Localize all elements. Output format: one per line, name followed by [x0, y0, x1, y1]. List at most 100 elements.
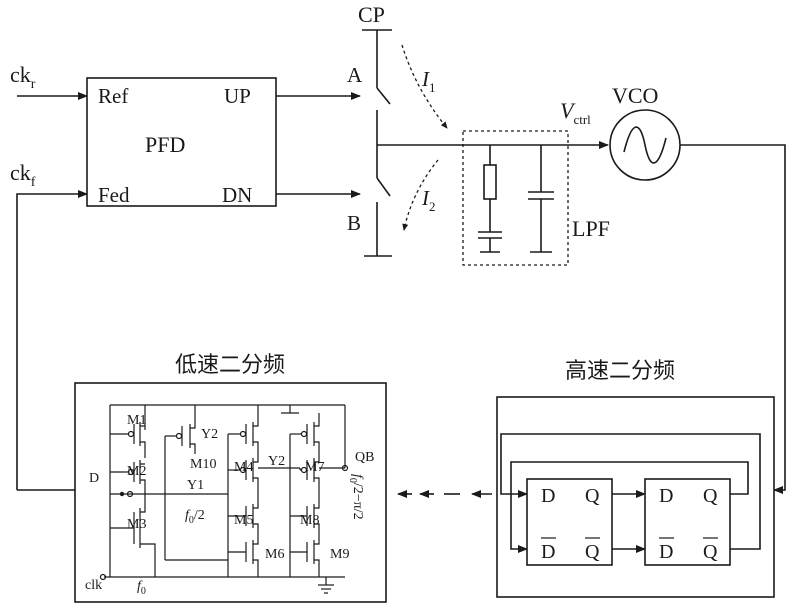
y2-label-a: Y2: [201, 427, 218, 442]
low-speed-divider-title: 低速二分频: [175, 353, 285, 378]
clk-pin: [99, 573, 107, 581]
ff1-dbar-port: D: [541, 541, 555, 563]
f0-label: f: [137, 579, 143, 594]
charge-pump: CP A B I1 I2: [347, 2, 448, 257]
m1-label: M1: [127, 413, 146, 428]
node-d-label: D: [89, 471, 99, 486]
pfd-dn-port: DN: [222, 183, 252, 207]
ff2-qbar-port: Q: [703, 541, 718, 563]
i2-label: I: [421, 186, 430, 210]
m10-bubble: [175, 432, 183, 440]
ck-r-label: ck: [10, 62, 31, 87]
f0-half-tail: /2: [194, 508, 205, 523]
svg-text:f0/2−π/2: f0/2−π/2: [347, 474, 365, 520]
m8-label: M8: [300, 513, 319, 528]
svg-text:I1: I1: [421, 67, 436, 95]
svg-text:I2: I2: [421, 186, 436, 214]
m2-bubble: [127, 468, 135, 476]
qb-pin: [341, 464, 349, 472]
phase-label: f: [350, 474, 365, 480]
m7-sd: [314, 456, 320, 500]
flip-flop-2: [644, 478, 731, 566]
ck-f-label: ck: [10, 160, 31, 185]
ff2-q-feedback-wire: [510, 461, 749, 553]
low-speed-divider: 低速二分频 clk: [17, 353, 387, 603]
m4-label: M4: [234, 460, 253, 475]
i2-current-arrow: [402, 159, 439, 231]
svg-text:f0: f0: [137, 579, 146, 597]
m8-sd: [314, 500, 320, 538]
node-d-pin: [126, 490, 134, 498]
qb-label: QB: [355, 450, 374, 465]
i1-subscript: 1: [429, 80, 436, 95]
m3-sd: [140, 496, 156, 577]
ck-f-input: ckf: [10, 160, 36, 190]
pfd-title: PFD: [145, 132, 185, 157]
ff2-dbar-port: D: [659, 541, 673, 563]
m5-sd: [253, 500, 259, 538]
m6-label: M6: [265, 547, 284, 562]
m4-sd: [253, 456, 259, 500]
m10-sd: [190, 405, 196, 454]
ff1-d-port: D: [541, 485, 555, 507]
ff1-qbar-port: Q: [585, 541, 600, 563]
i2-subscript: 2: [429, 199, 436, 214]
stack-m10: [145, 405, 228, 561]
m10-label: M10: [190, 457, 216, 472]
ff2-q-port: Q: [703, 485, 718, 507]
vco-output-wire: [680, 144, 786, 494]
ff2-d-port: D: [659, 485, 673, 507]
m2-label: M2: [127, 464, 146, 479]
m9-label: M9: [330, 547, 349, 562]
m4-bubble: [239, 466, 247, 474]
vco-label: VCO: [612, 83, 658, 108]
phase-subscript: 0: [347, 478, 358, 483]
low-speed-divider-box: [74, 382, 387, 603]
m1-sd: [140, 425, 146, 458]
stack-m7-m9: [289, 413, 349, 577]
ck-r-subscript: r: [31, 77, 36, 92]
m7-top-sd: [314, 413, 320, 456]
switch-b-label: B: [347, 211, 361, 235]
pfd-ref-port: Ref: [98, 84, 128, 108]
pfd-fed-port: Fed: [98, 183, 130, 207]
i1-current-arrow: [401, 44, 448, 129]
m4-top-pmos-bubble: [239, 430, 247, 438]
m4-top-pmos-sd: [253, 405, 259, 456]
i1-label: I: [421, 67, 430, 91]
switch-b: [376, 177, 391, 197]
phase-tail: /2−π/2: [350, 483, 365, 520]
lpf-block: LPF: [462, 130, 610, 266]
ff2-qbar-feedback-wire: [500, 433, 761, 550]
f0-half-label: f: [185, 508, 191, 523]
m5-label: M5: [234, 513, 253, 528]
high-speed-divider-title: 高速二分频: [565, 359, 675, 384]
stack-m1-m3: [110, 405, 156, 577]
m1-bubble: [127, 430, 135, 438]
m6-sd: [253, 538, 259, 577]
svg-text:Vctrl: Vctrl: [560, 98, 591, 127]
pfd-box: [86, 77, 277, 207]
m7-label: M7: [305, 460, 324, 475]
flip-flop-1: [526, 478, 613, 566]
m2-sd: [140, 463, 146, 496]
pfd-up-port: UP: [224, 84, 251, 108]
f0-half-subscript: 0: [189, 515, 194, 526]
svg-text:ckf: ckf: [10, 160, 36, 190]
y2-label-b: Y2: [268, 454, 285, 469]
lpf-dashed-box: [462, 130, 569, 266]
switch-a-label: A: [347, 63, 363, 87]
m9-sd: [314, 538, 320, 577]
ff1-q-port: Q: [585, 485, 600, 507]
feedback-to-fed-wire: [16, 190, 88, 490]
stack-m4-m6: [227, 405, 300, 577]
sine-wave-icon: [623, 126, 667, 164]
m7-top-bubble: [300, 430, 308, 438]
cp-label: CP: [358, 2, 385, 27]
svg-text:ckr: ckr: [10, 62, 36, 92]
clk-label: clk: [85, 578, 102, 593]
svg-text:f0/2: f0/2: [185, 508, 205, 526]
switch-a: [376, 87, 391, 105]
ck-r-input: ckr: [10, 62, 88, 100]
